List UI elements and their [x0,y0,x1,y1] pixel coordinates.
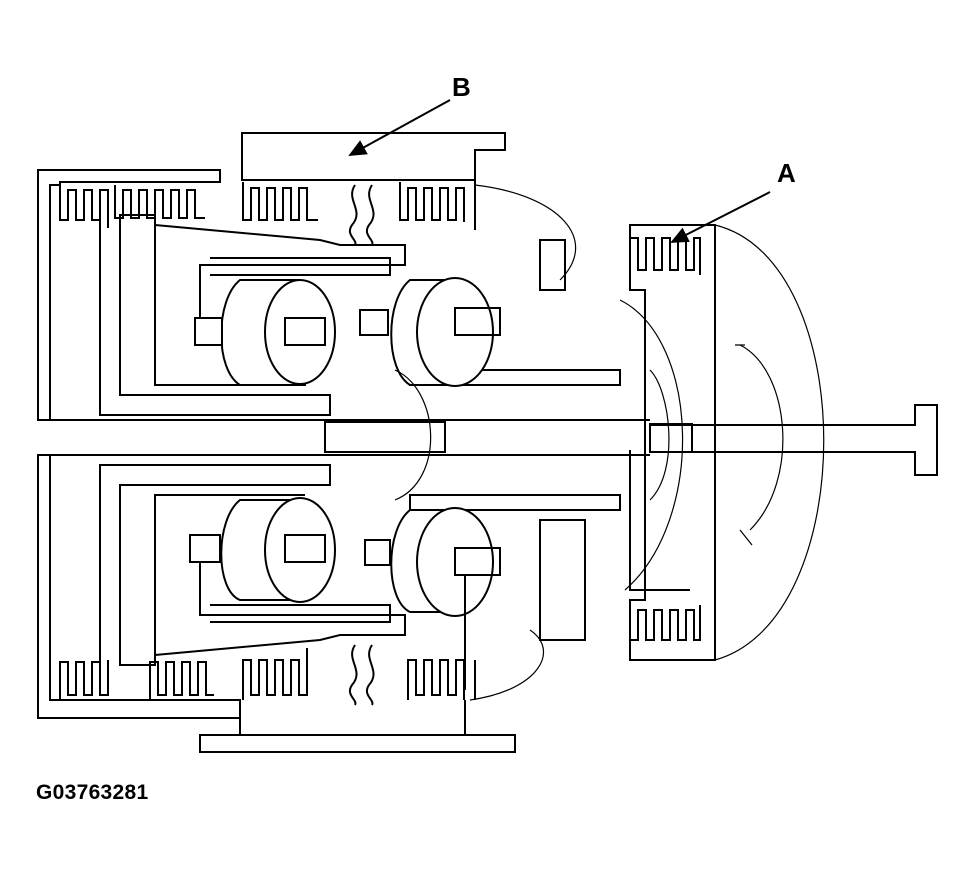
clutch-drum-b [199,132,577,753]
callout-arrow-a [670,191,771,243]
callout-label-b: B [452,72,471,102]
clutch-pack-a [629,224,825,661]
callout-label-a: A [777,158,796,188]
outer-housing [37,169,938,719]
planet-carrier-frames [99,195,621,685]
callout-arrow-b [348,99,451,156]
planet-gears [189,277,501,690]
sun-gear-curves [394,299,690,591]
clutch-pack-bottom [59,644,465,706]
figure-id: G03763281 [36,781,149,804]
